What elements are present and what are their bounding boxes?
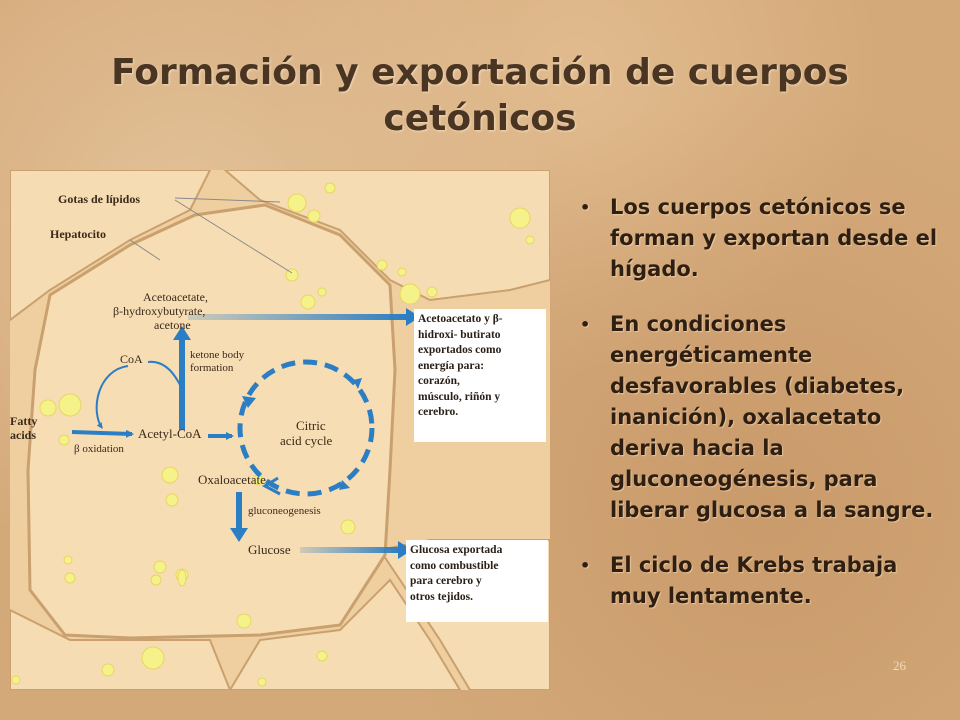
label-hydroxybutyrate: β-hydroxybutyrate, — [113, 304, 206, 318]
label-coa: CoA — [120, 352, 143, 366]
label-acetyl-coa: Acetyl-CoA — [138, 426, 202, 441]
diagram-illustration — [10, 170, 550, 690]
callout-line: cerebro. — [418, 406, 459, 418]
beta-oxidation-arrow — [71, 429, 134, 438]
ketone-export-callout: Acetoacetato y β- hidroxi- butirato expo… — [414, 309, 546, 442]
label-lipid-droplets: Gotas de lípidos — [58, 192, 141, 206]
neighbor-cell — [228, 578, 462, 690]
leader-line-lipids — [174, 199, 293, 274]
bullet-text: Los cuerpos cetónicos se forman y export… — [610, 195, 938, 281]
callout-line: para cerebro y — [410, 575, 482, 587]
label-formation: formation — [190, 362, 234, 374]
callout-line: exportados como — [418, 344, 502, 356]
hepatocyte-cell — [26, 203, 397, 640]
coa-loop-arrow — [95, 365, 129, 429]
gluconeogenesis-arrowhead — [230, 528, 248, 542]
oxaloacetate-arrow — [261, 476, 281, 496]
bullet-dot-icon: • — [580, 198, 591, 217]
label-oxaloacetate: Oxaloacetate — [198, 472, 266, 487]
ketone-export-arrow — [188, 314, 408, 320]
ketone-body-diagram: Gotas de lípidos Hepatocito Acetoacetate… — [10, 170, 550, 690]
lipid-droplets — [11, 182, 535, 687]
cycle-arrowhead — [353, 378, 362, 389]
label-acid-cycle: acid cycle — [280, 433, 333, 448]
label-hepatocyte: Hepatocito — [50, 227, 106, 241]
glucose-export-arrowhead — [398, 541, 412, 559]
leader-line-hepatocyte — [129, 239, 161, 261]
cycle-arrowhead — [339, 480, 350, 490]
bullet-list: • Los cuerpos cetónicos se forman y expor… — [578, 192, 950, 636]
label-beta-oxidation: β oxidation — [74, 443, 124, 455]
callout-line: músculo, riñón y — [418, 390, 501, 403]
label-fatty: Fatty — [10, 414, 38, 428]
gluconeogenesis-arrow — [236, 492, 242, 530]
callout-line: como combustible — [410, 559, 499, 572]
glucose-export-arrow — [300, 547, 400, 553]
bullet-item: • El ciclo de Krebs trabaja muy lentament… — [578, 550, 950, 612]
callout-line: Acetoacetato y β- — [418, 313, 503, 325]
bullet-text: El ciclo de Krebs trabaja muy lentamente… — [610, 553, 898, 608]
bullet-text: En condiciones energéticamente desfavora… — [610, 312, 934, 522]
callout-line: Glucosa exportada — [410, 544, 503, 556]
page-number: 26 — [893, 658, 906, 673]
callout-line: corazón, — [418, 375, 460, 387]
callout-line: hidroxi- butirato — [418, 328, 501, 341]
neighbor-cell — [10, 608, 232, 690]
title-line-2: cetónicos — [383, 98, 577, 139]
label-glucose: Glucose — [248, 542, 291, 557]
coa-loop-link — [147, 360, 181, 386]
cycle-arrowhead — [242, 396, 256, 408]
label-acetoacetate: Acetoacetate, — [143, 290, 208, 304]
bullet-item: • Los cuerpos cetónicos se forman y expor… — [578, 192, 950, 285]
glucose-export-callout: Glucosa exportada como combustible para … — [406, 540, 548, 622]
citric-acid-cycle-ring — [237, 359, 375, 497]
bullet-dot-icon: • — [580, 556, 591, 575]
ketone-formation-arrowhead — [173, 326, 191, 340]
label-acetone: acetone — [154, 318, 191, 332]
slide-title: Formación y exportación de cuerpos cetón… — [60, 50, 900, 142]
label-ketone-body: ketone body — [190, 349, 245, 361]
callout-line: energía para: — [418, 359, 485, 372]
label-citric: Citric — [296, 418, 326, 433]
leader-line-lipids — [174, 197, 281, 203]
ketone-export-arrowhead — [406, 308, 420, 326]
ketone-formation-arrow — [179, 338, 185, 430]
title-line-1: Formación y exportación de cuerpos — [111, 52, 849, 93]
callout-line: otros tejidos. — [410, 590, 474, 603]
bullet-item: • En condiciones energéticamente desfavor… — [578, 309, 950, 526]
label-gluconeogenesis: gluconeogenesis — [248, 505, 321, 517]
label-acids: acids — [10, 428, 37, 442]
bullet-dot-icon: • — [580, 315, 591, 334]
